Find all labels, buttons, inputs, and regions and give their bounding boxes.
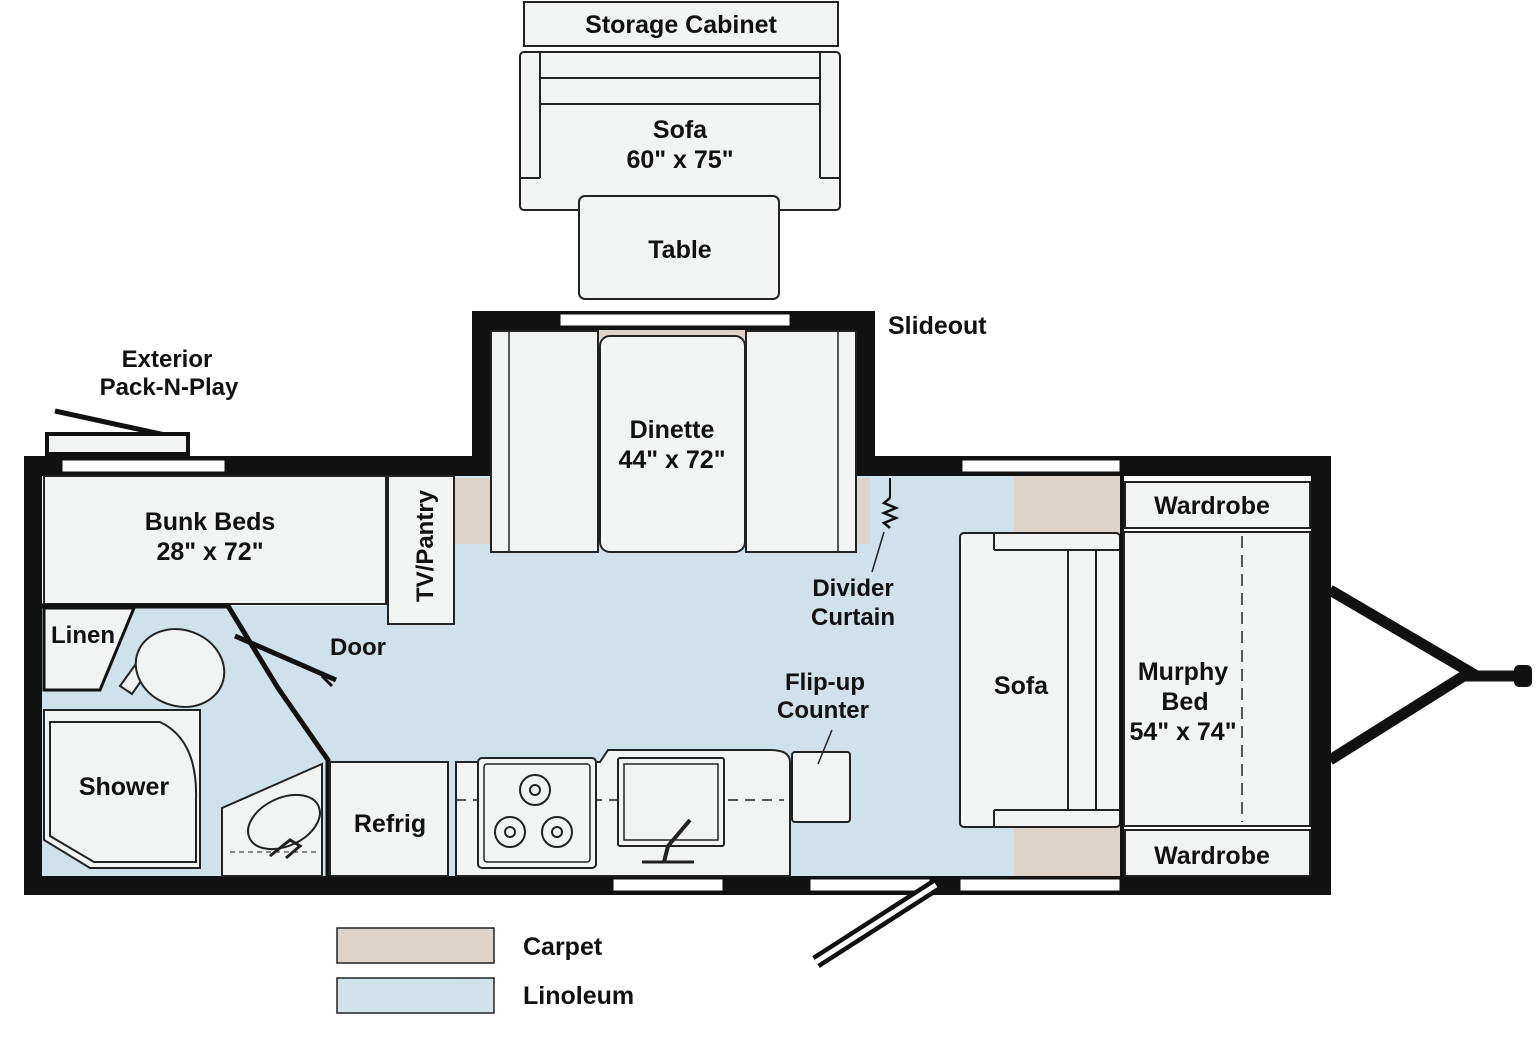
carpet-top xyxy=(1014,476,1120,534)
pack-n-play xyxy=(45,408,190,456)
shower-label: Shower xyxy=(79,773,170,801)
slide-sofa-label: Sofa xyxy=(653,116,708,144)
murphy-bed-label-2: Bed xyxy=(1161,688,1208,716)
carpet-dinette-right xyxy=(856,478,870,544)
entry-door xyxy=(812,879,940,968)
slide-sofa xyxy=(519,51,841,211)
table-label: Table xyxy=(648,236,712,264)
tv-pantry-label: TV/Pantry xyxy=(412,489,439,602)
flip-up-counter-label-2: Counter xyxy=(777,697,869,724)
divider-curtain-label-2: Curtain xyxy=(811,604,895,631)
pack-n-play-label-2: Pack-N-Play xyxy=(100,374,239,401)
legend-swatch-carpet xyxy=(336,927,495,964)
legend-label-carpet: Carpet xyxy=(523,933,603,961)
bunk-beds-label: Bunk Beds xyxy=(145,508,276,536)
storage-cabinet xyxy=(523,1,839,47)
linen-closet xyxy=(42,606,137,692)
windows xyxy=(61,313,1121,892)
murphy-bed-label-1: Murphy xyxy=(1138,658,1228,686)
sofa xyxy=(959,532,1121,828)
legend-label-linoleum: Linoleum xyxy=(523,982,634,1010)
divider-curtain-label-1: Divider xyxy=(812,575,893,602)
table xyxy=(578,195,780,300)
pack-n-play-label-1: Exterior xyxy=(122,346,213,373)
hitch-tongue xyxy=(1327,585,1532,765)
dinette-size: 44" x 72" xyxy=(618,446,725,474)
refrig-label: Refrig xyxy=(354,810,426,838)
wardrobe-top-label: Wardrobe xyxy=(1154,492,1270,520)
wardrobe-bottom xyxy=(1124,829,1311,877)
murphy-bed-size: 54" x 74" xyxy=(1129,718,1236,746)
tv-pantry xyxy=(387,475,455,625)
carpet-bottom xyxy=(1014,826,1120,876)
flip-up-counter-label-1: Flip-up xyxy=(785,669,865,696)
storage-cabinet-label: Storage Cabinet xyxy=(585,11,777,39)
door-label: Door xyxy=(330,634,386,661)
toilet xyxy=(118,628,226,708)
slideout-label: Slideout xyxy=(888,312,987,340)
legend-swatch-linoleum xyxy=(336,977,495,1014)
wardrobe-bottom-label: Wardrobe xyxy=(1154,842,1270,870)
dinette xyxy=(490,330,857,553)
murphy-bed xyxy=(1123,531,1311,827)
linen-label: Linen xyxy=(51,622,115,649)
legend: Carpet Linoleum xyxy=(336,927,634,1014)
divider-curtain xyxy=(871,478,900,573)
bathroom-door xyxy=(234,633,337,683)
sofa-label: Sofa xyxy=(994,672,1049,700)
kitchen-sink xyxy=(617,757,725,864)
bunk-beds-size: 28" x 72" xyxy=(156,538,263,566)
bathroom-wall xyxy=(42,603,331,876)
bunk-beds xyxy=(43,475,387,605)
refrigerator xyxy=(329,761,449,877)
flip-up-counter xyxy=(791,751,851,823)
wardrobe-top xyxy=(1124,481,1311,529)
carpet-dinette-top xyxy=(598,330,746,338)
dinette-label: Dinette xyxy=(630,416,715,444)
slide-sofa-size: 60" x 75" xyxy=(626,146,733,174)
stove xyxy=(477,757,597,869)
carpet-dinette-left xyxy=(455,478,491,544)
bathroom-sink xyxy=(221,762,323,877)
